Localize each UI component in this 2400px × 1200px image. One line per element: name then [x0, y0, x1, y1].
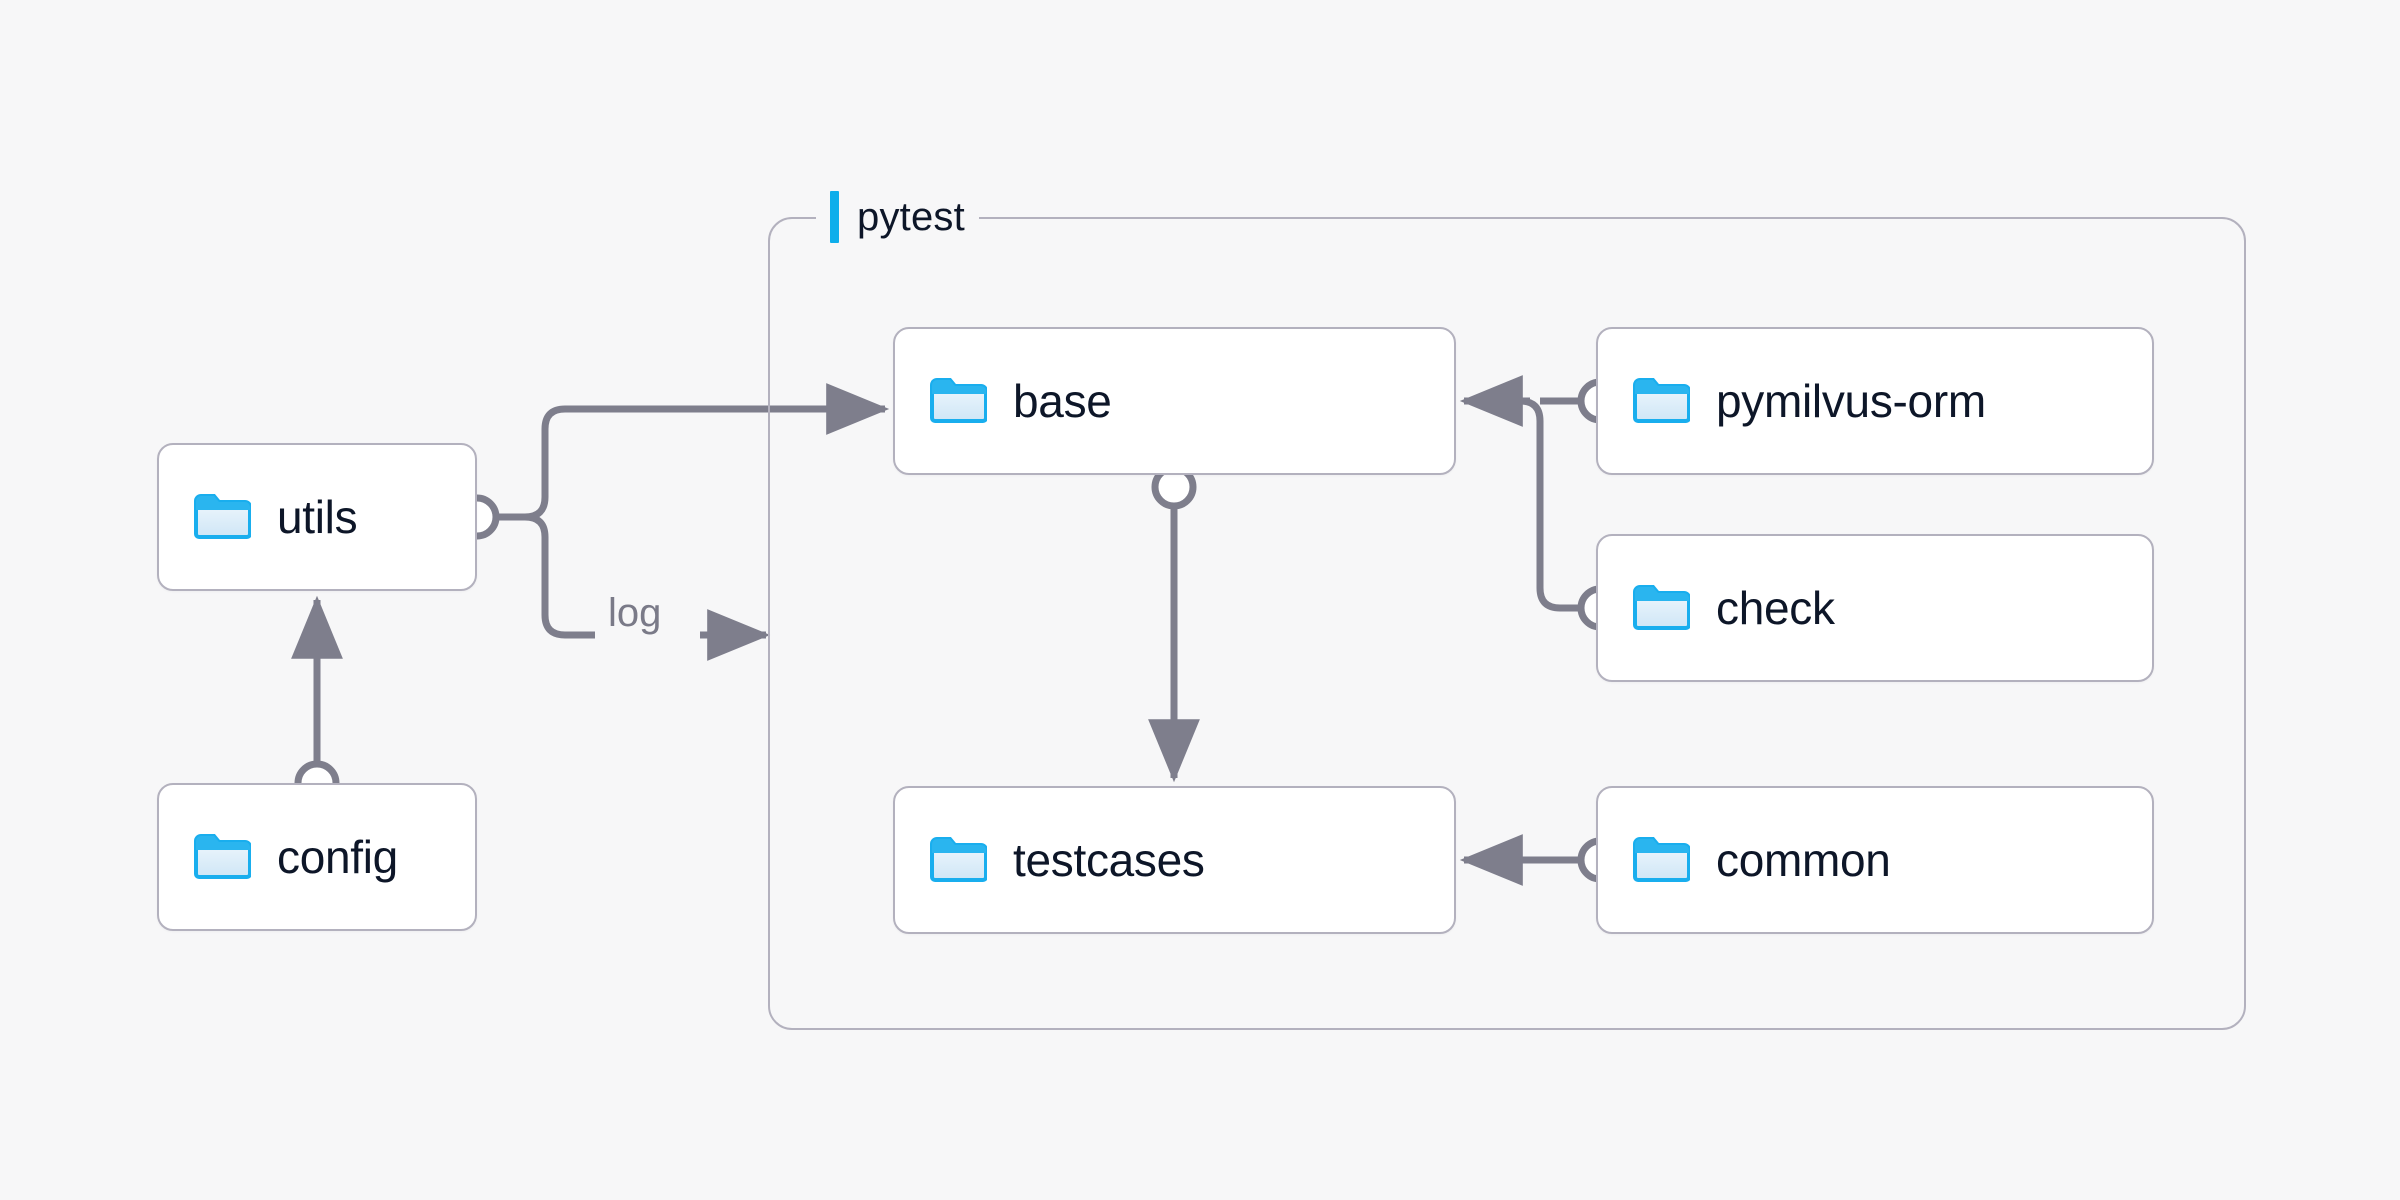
node-label: testcases	[1013, 834, 1205, 886]
node-pymilvus-orm[interactable]: pymilvus-orm	[1596, 327, 2154, 475]
node-label: base	[1013, 375, 1112, 427]
node-label: config	[277, 831, 398, 883]
node-check[interactable]: check	[1596, 534, 2154, 682]
folder-icon	[1632, 375, 1691, 428]
folder-icon	[929, 375, 988, 428]
node-testcases[interactable]: testcases	[893, 786, 1456, 934]
node-base[interactable]: base	[893, 327, 1456, 475]
node-label: pymilvus-orm	[1716, 375, 1986, 427]
node-label: common	[1716, 834, 1891, 886]
folder-icon	[1632, 834, 1691, 887]
node-utils[interactable]: utils	[157, 443, 477, 591]
folder-icon	[193, 491, 252, 544]
group-accent-bar	[830, 191, 839, 243]
edge-utils-log-branch	[524, 513, 595, 639]
node-config[interactable]: config	[157, 783, 477, 931]
folder-icon	[929, 834, 988, 887]
group-pytest-label: pytest	[816, 189, 979, 245]
group-pytest[interactable]	[768, 217, 2246, 1030]
group-title-text: pytest	[857, 194, 965, 239]
folder-icon	[1632, 582, 1691, 635]
edge-label-log: log	[598, 593, 672, 633]
node-label: check	[1716, 582, 1835, 634]
folder-icon	[193, 831, 252, 884]
node-label: utils	[277, 491, 358, 543]
node-common[interactable]: common	[1596, 786, 2154, 934]
